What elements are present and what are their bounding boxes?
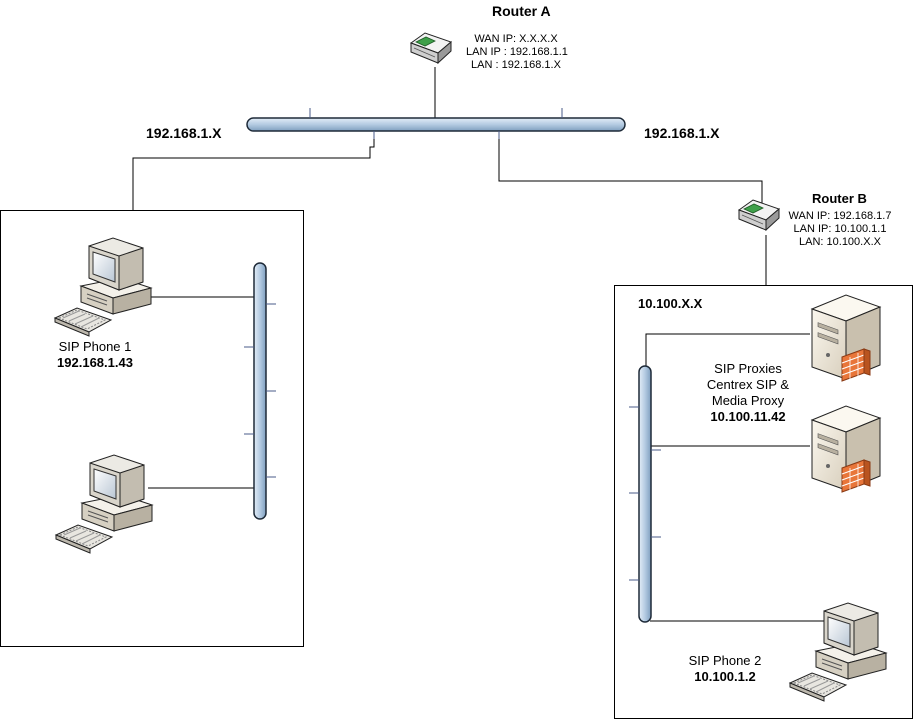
sip-phone-2-label: SIP Phone 2 10.100.1.2 [668,653,782,685]
sip-phone-1-name: SIP Phone 1 [58,339,132,354]
lan-a-bus [244,262,276,520]
lan-b-bus [629,365,661,623]
sip-phone-1-pc-icon [54,237,152,337]
sip-proxies-line3: Media Proxy [711,393,785,408]
subnet-right-label: 192.168.1.X [644,125,720,141]
lan-a-segment-box [0,210,304,647]
sip-phone-2-name: SIP Phone 2 [688,653,762,668]
router-a-lan-ip: LAN IP : 192.168.1.1 [466,46,568,58]
sip-proxies-ip: 10.100.11.42 [710,409,786,424]
main-bus [246,108,626,139]
sip-proxies-label: SIP Proxies Centrex SIP & Media Proxy 10… [686,361,810,425]
router-b-lan: LAN: 10.100.X.X [799,236,881,248]
connection-lines [132,67,825,622]
router-b-title: Router B [812,191,867,206]
lan-b-segment-box [614,285,913,719]
router-b-lan-ip: LAN IP: 10.100.1.1 [793,223,887,235]
sip-phone-1-ip: 192.168.1.43 [57,355,133,370]
sip-proxy-server-1-icon [811,294,881,382]
subnet-left-label: 192.168.1.X [146,125,222,141]
sip-phone-2-pc-icon [789,602,887,702]
sip-phone-1-label: SIP Phone 1 192.168.1.43 [30,339,160,371]
pc-icon [55,454,153,554]
sip-proxies-line2: Centrex SIP & [706,377,790,392]
sip-proxy-server-2-icon [811,405,881,493]
router-a-icon [410,32,452,64]
router-b-icon [738,199,780,231]
sip-proxies-line1: SIP Proxies [714,361,782,376]
sip-phone-2-ip: 10.100.1.2 [694,669,756,684]
router-a-wan-ip: WAN IP: X.X.X.X [474,33,558,45]
router-b-wan-ip: WAN IP: 192.168.1.7 [788,210,892,222]
router-a-lan: LAN : 192.168.1.X [471,59,561,71]
router-a-info: WAN IP: X.X.X.X LAN IP : 192.168.1.1 LAN… [466,33,568,72]
lan-b-label: 10.100.X.X [638,296,703,311]
router-b-info: WAN IP: 192.168.1.7 LAN IP: 10.100.1.1 L… [786,210,894,249]
router-a-title: Router A [492,3,551,19]
